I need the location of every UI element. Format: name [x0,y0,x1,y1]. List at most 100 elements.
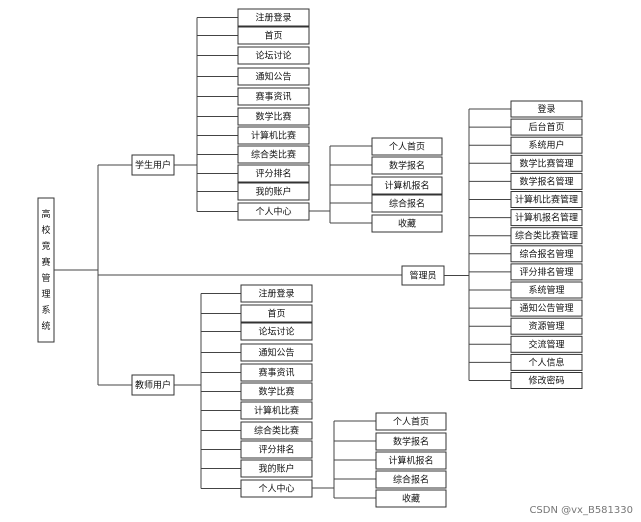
student-item-label: 首页 [264,30,282,42]
student-center-item-box [371,156,443,175]
student-item-box [237,8,310,27]
student-item-box [237,67,310,86]
student-center-item-label: 数学报名 [389,160,425,172]
admin-item-box [510,172,583,190]
teacher-category-label: 教师用户 [135,379,171,391]
teacher-center-item-label: 综合报名 [393,474,429,486]
admin-item-box [510,353,583,371]
admin-item-label: 交流管理 [528,338,564,350]
admin-item-box [510,118,583,136]
teacher-center-item-label: 计算机报名 [388,455,433,467]
root-char: 高 [41,208,50,220]
student-item-box [237,26,310,45]
teacher-center-item-box [375,470,447,489]
student-item-label: 注册登录 [255,12,291,24]
student-center-item-label: 收藏 [398,218,416,230]
admin-item-label: 综合类比赛管理 [515,230,578,242]
student-center-item-label: 个人首页 [389,141,425,153]
admin-item-label: 后台首页 [528,121,564,133]
root-char: 统 [41,320,50,332]
teacher-center-item-label: 个人首页 [393,416,429,428]
teacher-item-label: 我的账户 [258,463,294,475]
teacher-item-box [240,459,313,478]
admin-item-label: 计算机报名管理 [515,212,578,224]
teacher-item-box [240,363,313,382]
admin-item-box [510,317,583,335]
student-item-label: 综合类比赛 [251,149,296,161]
teacher-item-label: 通知公告 [258,347,294,359]
student-item-label: 赛事资讯 [255,91,291,103]
admin-item-box [510,227,583,245]
student-item-label: 计算机比赛 [251,130,296,142]
admin-item-label: 资源管理 [528,320,564,332]
teacher-center-item-box [375,412,447,431]
root-char: 校 [41,224,50,236]
admin-item-label: 数学比赛管理 [519,157,573,169]
admin-item-label: 数学报名管理 [519,175,573,187]
student-item-box [237,126,310,145]
teacher-item-box [240,322,313,341]
student-item-box [237,164,310,183]
admin-item-box [510,154,583,172]
teacher-item-label: 个人中心 [258,483,294,495]
teacher-item-label: 论坛讨论 [258,326,294,338]
teacher-item-label: 数学比赛 [258,386,294,398]
teacher-center-item-label: 数学报名 [393,436,429,448]
student-center-item-box [371,176,443,195]
teacher-center-item-box [375,432,447,451]
student-center-item-box [371,137,443,156]
student-center-item-box [371,194,443,213]
admin-item-label: 个人信息 [528,356,564,368]
admin-item-box [510,281,583,299]
student-center-item-label: 计算机报名 [384,180,429,192]
admin-item-box [510,209,583,227]
admin-item-box [510,372,583,389]
root-char: 竞 [41,240,50,252]
student-item-box [237,46,310,65]
student-item-label: 数学比赛 [255,111,291,123]
admin-item-label: 评分排名管理 [519,266,573,278]
root-char: 管 [41,272,50,284]
admin-item-box [510,245,583,263]
admin-item-label: 综合报名管理 [519,248,573,260]
root-char: 赛 [41,256,50,268]
teacher-center-item-box [375,489,447,508]
teacher-center-item-box [375,451,447,470]
student-item-box [237,182,310,201]
teacher-item-box [240,440,313,459]
admin-item-label: 计算机比赛管理 [515,194,578,206]
teacher-item-box [240,401,313,420]
student-item-box [237,87,310,106]
admin-item-box [510,335,583,353]
watermark-text: CSDN @vx_B581330 [529,505,633,516]
teacher-item-box [240,284,313,303]
student-center-item-label: 综合报名 [389,198,425,210]
teacher-item-label: 赛事资讯 [258,367,294,379]
student-item-box [237,145,310,164]
teacher-item-label: 综合类比赛 [254,425,299,437]
root-char: 系 [41,305,50,316]
admin-item-box [510,191,583,208]
teacher-item-label: 评分排名 [258,444,294,456]
admin-category-label: 管理员 [409,270,436,282]
admin-item-label: 修改密码 [528,375,564,387]
admin-item-box [510,136,583,154]
student-category-label: 学生用户 [135,159,171,171]
root-char: 理 [41,289,50,300]
student-item-label: 通知公告 [255,71,291,83]
admin-item-label: 系统用户 [528,139,564,151]
teacher-item-box [240,343,313,362]
admin-item-label: 系统管理 [528,284,564,296]
student-item-label: 个人中心 [255,206,291,218]
student-item-label: 论坛讨论 [255,50,291,62]
teacher-item-label: 注册登录 [258,288,294,300]
admin-item-box [510,299,583,317]
teacher-item-box [240,304,313,323]
admin-item-box [510,100,583,118]
teacher-center-item-label: 收藏 [402,493,420,505]
student-center-item-box [371,214,443,233]
teacher-item-label: 计算机比赛 [254,405,299,417]
admin-item-label: 通知公告管理 [519,302,573,314]
student-item-label: 我的账户 [255,186,291,198]
